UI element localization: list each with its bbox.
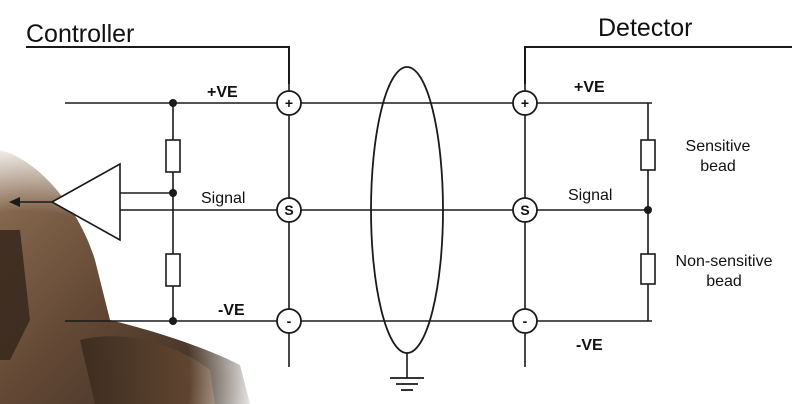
controller-minus-terminal: - bbox=[276, 308, 302, 334]
terminal-signal-label: S bbox=[284, 202, 293, 218]
non-sensitive-bead-label-line2: bead bbox=[706, 273, 742, 290]
ground-icon bbox=[390, 377, 424, 391]
non-sensitive-bead-label-line1: Non-sensitive bbox=[676, 253, 773, 270]
controller-negative-label: -VE bbox=[218, 302, 245, 319]
detector-plus-terminal: + bbox=[512, 90, 538, 116]
controller-minus-junction bbox=[169, 317, 177, 325]
output-arrow-icon bbox=[9, 197, 20, 207]
terminal-signal-label: S bbox=[520, 202, 529, 218]
terminal-minus-label: - bbox=[523, 313, 528, 329]
terminal-minus-label: - bbox=[287, 313, 292, 329]
controller-positive-label: +VE bbox=[207, 84, 238, 101]
terminal-plus-label: + bbox=[285, 95, 293, 111]
detector-minus-terminal: - bbox=[512, 308, 538, 334]
detector-signal-terminal: S bbox=[512, 197, 538, 223]
detector-positive-label: +VE bbox=[574, 79, 605, 96]
terminal-plus-label: + bbox=[521, 95, 529, 111]
background-device-image bbox=[0, 140, 260, 404]
controller-plus-terminal: + bbox=[276, 90, 302, 116]
detector-negative-label: -VE bbox=[576, 337, 603, 354]
controller-upper-resistor bbox=[165, 139, 181, 173]
controller-header-line bbox=[26, 46, 290, 84]
controller-signal-terminal: S bbox=[276, 197, 302, 223]
sensitive-bead-label-line1: Sensitive bbox=[686, 138, 751, 155]
controller-signal-label: Signal bbox=[201, 190, 245, 207]
detector-signal-junction bbox=[644, 206, 652, 214]
controller-lower-resistor bbox=[165, 253, 181, 287]
sensitive-bead-label-line2: bead bbox=[700, 158, 736, 175]
detector-title: Detector bbox=[598, 14, 692, 42]
detector-header-line bbox=[524, 46, 792, 84]
controller-title: Controller bbox=[26, 20, 134, 48]
amplifier-triangle bbox=[50, 162, 121, 242]
controller-plus-junction bbox=[169, 99, 177, 107]
non-sensitive-bead-resistor bbox=[640, 253, 656, 285]
detector-signal-label: Signal bbox=[568, 187, 612, 204]
sensitive-bead-resistor bbox=[640, 139, 656, 171]
